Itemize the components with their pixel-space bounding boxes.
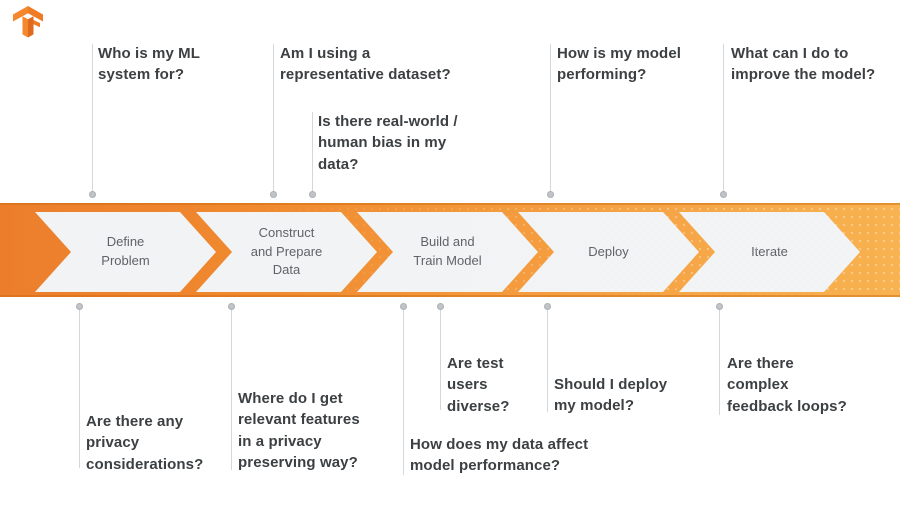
stage-label: Define Problem (101, 234, 150, 268)
connector-dot (544, 303, 551, 310)
connector-line (273, 44, 274, 191)
connector-line (547, 310, 548, 412)
connector-line (312, 112, 313, 191)
question-model-performing: How is my model performing? (557, 45, 682, 84)
stage-label: Deploy (588, 243, 629, 259)
connector-dot (89, 191, 96, 198)
connector-dot (270, 191, 277, 198)
stage-label: Construct and Prepare Data (250, 224, 323, 278)
connector-dot (437, 303, 444, 310)
question-relevant-features: Where do I get relevant features in a pr… (238, 390, 360, 471)
connector-line (723, 44, 724, 191)
connector-line (550, 44, 551, 191)
connector-dot (228, 303, 235, 310)
connector-dot (720, 191, 727, 198)
connector-line (403, 310, 404, 475)
connector-dot (76, 303, 83, 310)
stage-label: Build and Train Model (413, 234, 482, 268)
question-ml-system-for: Who is my ML system for? (98, 45, 201, 84)
connector-line (719, 310, 720, 415)
connector-line (79, 310, 80, 468)
connector-line (231, 310, 232, 470)
question-privacy-considerations: Are there any privacy considerations? (86, 413, 204, 473)
question-improve-model: What can I do to improve the model? (731, 45, 876, 84)
question-data-affect-performance: How does my data affect model performanc… (410, 436, 589, 475)
stage-deploy: Deploy (518, 212, 699, 292)
connector-dot (400, 303, 407, 310)
stage-iterate: Iterate (679, 212, 860, 292)
question-feedback-loops: Are there complex feedback loops? (727, 355, 847, 415)
tensorflow-logo-icon (13, 6, 43, 38)
connector-dot (309, 191, 316, 198)
question-real-world-bias: Is there real-world / human bias in my d… (318, 113, 458, 173)
connector-dot (716, 303, 723, 310)
stage-construct-prepare-data: Construct and Prepare Data (196, 212, 377, 292)
question-test-users-diverse: Are test users diverse? (447, 355, 510, 415)
pipeline-banner: Define Problem Construct and Prepare Dat… (0, 203, 900, 297)
question-representative-dataset: Am I using a representative dataset? (280, 45, 451, 84)
connector-line (440, 310, 441, 410)
stage-build-train-model: Build and Train Model (357, 212, 538, 292)
question-deploy-model: Should I deploy my model? (554, 376, 668, 415)
stage-define-problem: Define Problem (35, 212, 216, 292)
stage-label: Iterate (751, 243, 788, 259)
connector-dot (547, 191, 554, 198)
connector-line (92, 44, 93, 191)
